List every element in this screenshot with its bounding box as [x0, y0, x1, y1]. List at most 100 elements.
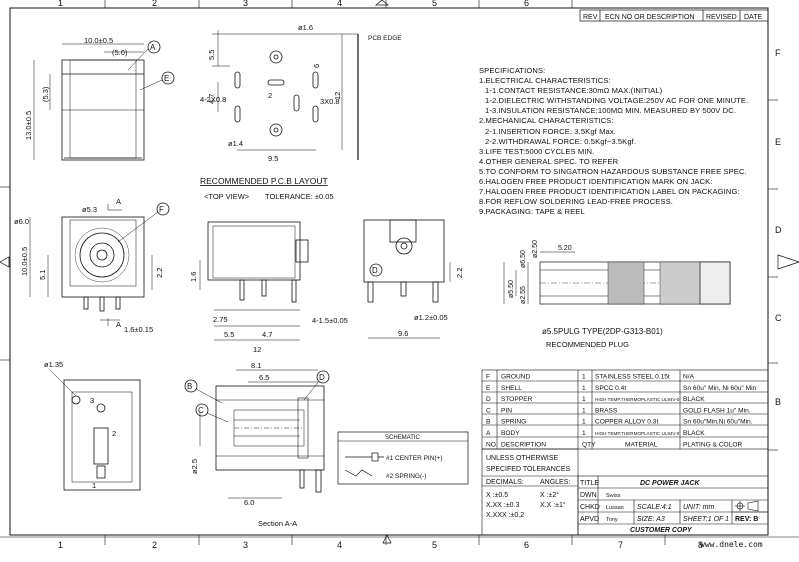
plug-title: ø5.5PULG TYPE(2DP-G313-B01) [542, 327, 663, 336]
spec-line: 2-2.WITHDRAWAL FORCE: 0.5Kgf~3.5Kgf. [485, 136, 637, 146]
callout-a: A [150, 43, 156, 52]
tol-angles: ANGLES: [540, 479, 570, 486]
top-view-label: <TOP VIEW> [204, 192, 250, 201]
dim-2: 2 [268, 91, 272, 100]
section-label: Section A-A [258, 519, 297, 528]
spec-line: 1.ELECTRICAL CHARACTERISTICS: [479, 76, 611, 86]
callout-d-section: D [319, 373, 325, 382]
bom-cell-material: SPCC 0.4t [595, 385, 626, 392]
projection-symbol-icon [735, 500, 759, 512]
schematic-pin2: #2 SPRING(-) [386, 473, 426, 480]
col-label-4: 4 [337, 0, 342, 8]
dim-81: 8.1 [251, 361, 261, 370]
column-labels-top: 1 2 3 4 5 6 [58, 0, 529, 8]
dim-height-53: (5.3) [41, 86, 50, 102]
dim-10b: 10.0±0.5 [20, 247, 29, 276]
bom-cell-qty: 1 [582, 430, 586, 437]
tol-ax: X :±2° [540, 491, 559, 499]
dim-275: 2.75 [213, 315, 228, 324]
dim-hole-14: ø1.4 [228, 139, 243, 148]
bom-header-material: MATERIAL [625, 442, 658, 449]
dim-4-15: 4-1.5±0.05 [312, 316, 348, 325]
spec-line: 6.HALOGEN FREE PRODUCT IDENTIFICATION MA… [479, 177, 713, 187]
dim-51: 5.1 [38, 270, 47, 280]
bom-cell-desc: BODY [501, 430, 520, 437]
specifications-list: SPECIFICATIONS:1.ELECTRICAL CHARACTERIST… [479, 66, 769, 217]
col-label-b3: 3 [243, 540, 248, 550]
dim-22b: 2.2 [455, 268, 464, 278]
col-label-1: 1 [58, 0, 63, 8]
col-label-b5: 5 [432, 540, 437, 550]
dim-255: ø2.50 [532, 240, 539, 258]
bom-cell-material: STAINLESS STEEL 0.15t [595, 374, 670, 381]
tol-axx: X.X :±1° [540, 501, 566, 509]
dim-4x08: 4-2X0.8 [200, 95, 226, 104]
chkd-name: Lussan [606, 505, 624, 511]
schematic-pin1: #1 CENTER PIN(+) [386, 455, 443, 462]
dim-60b: 6.0 [244, 498, 254, 507]
rev-col-date: DATE [744, 14, 762, 21]
bom-cell-no: D [486, 396, 491, 403]
tol-decimals: DECIMALS: [486, 479, 524, 486]
unit-label: UNIT: mm [683, 504, 715, 511]
dim-60: ø6.0 [14, 217, 29, 226]
revision-table: REV ECN NO OR DESCRIPTION REVISED DATE [579, 9, 769, 22]
row-labels: F E D C B [775, 48, 782, 407]
bom-cell-desc: SPRING [501, 419, 526, 426]
footer-url: www.dnele.com [700, 540, 763, 549]
dim-47b: 4.7 [262, 330, 272, 339]
spec-line: 5.TO CONFORM TO SINGATRON HAZARDOUS SUBS… [479, 166, 747, 176]
section-mark-a-bottom: A [116, 320, 121, 329]
callout-d-rear: D [372, 266, 378, 275]
scale-label: SCALE:4:1 [637, 504, 672, 511]
row-label-c: C [775, 313, 782, 323]
chkd-label: CHKD [580, 504, 600, 511]
rev-col-revised: REVISED [706, 14, 737, 21]
bom-cell-qty: 1 [582, 374, 586, 381]
bom-cell-plating: BLACK [683, 396, 705, 403]
bom-cell-material: COPPER ALLOY 0.3t [595, 419, 658, 426]
rev-col-rev: REV [583, 14, 598, 21]
bottom-side-view-drawing [199, 221, 309, 341]
side-view-drawing [33, 40, 175, 161]
bom-cell-material: BRASS [595, 407, 618, 414]
tol-x: X :±0.5 [486, 492, 508, 499]
dim-width-10: 10.0±0.5 [84, 36, 113, 45]
bom-cell-desc: SHELL [501, 385, 522, 392]
column-labels-bottom: 1 2 3 4 5 6 7 8 [58, 540, 703, 550]
row-label-b: B [775, 397, 781, 407]
col-label-5: 5 [432, 0, 437, 8]
bom-header-desc: DESCRIPTION [501, 442, 546, 449]
bom-cell-qty: 1 [582, 385, 586, 392]
spec-line: SPECIFICATIONS: [479, 66, 546, 75]
dim-12c: ø1.2±0.05 [414, 313, 448, 322]
spec-line: 8.FOR REFLOW SOLDERING LEAD-FREE PROCESS… [479, 197, 673, 207]
tolerance-label: TOLERANCE: ±0.05 [265, 192, 334, 201]
bom-cell-plating: Sn 60u"Min,Ni 60u"Min. [683, 419, 753, 426]
bom-cell-no: A [486, 430, 491, 437]
row-label-e: E [775, 137, 781, 147]
bom-cell-no: B [486, 419, 491, 426]
col-label-b8: 8 [698, 540, 703, 550]
customer-copy: CUSTOMER COPY [630, 527, 693, 534]
spec-line: 1-2.DIELECTRIC WITHSTANDING VOLTAGE:250V… [485, 96, 749, 106]
spec-line: 2.MECHANICAL CHARACTERISTICS: [479, 116, 614, 126]
col-label-b2: 2 [152, 540, 157, 550]
dim-53b: ø5.3 [82, 205, 97, 214]
spec-line: 2-1.INSERTION FORCE: 3.5Kgf Max. [485, 126, 616, 136]
dim-12: 12 [333, 92, 342, 100]
tol-xx: X.XX :±0.3 [486, 502, 520, 509]
pin-label-2: 2 [112, 429, 116, 438]
spec-line: 4.OTHER GENERAL SPEC. TO REFER [479, 156, 619, 166]
bom-header-plating: PLATING & COLOR [683, 442, 742, 449]
dim-55c: ø5.50 [508, 280, 515, 298]
dim-520: 5.20 [558, 245, 572, 252]
dim-96: 9.6 [398, 329, 408, 338]
dwn-name: Swiss [606, 493, 621, 499]
callout-e: E [164, 74, 169, 83]
title-label: TITLE [580, 480, 599, 487]
tol-xxx: X.XXX :±0.2 [486, 512, 524, 519]
dim-12b: 12 [253, 345, 261, 354]
bom-cell-plating: GOLD FLASH 1u" Min. [683, 407, 751, 414]
